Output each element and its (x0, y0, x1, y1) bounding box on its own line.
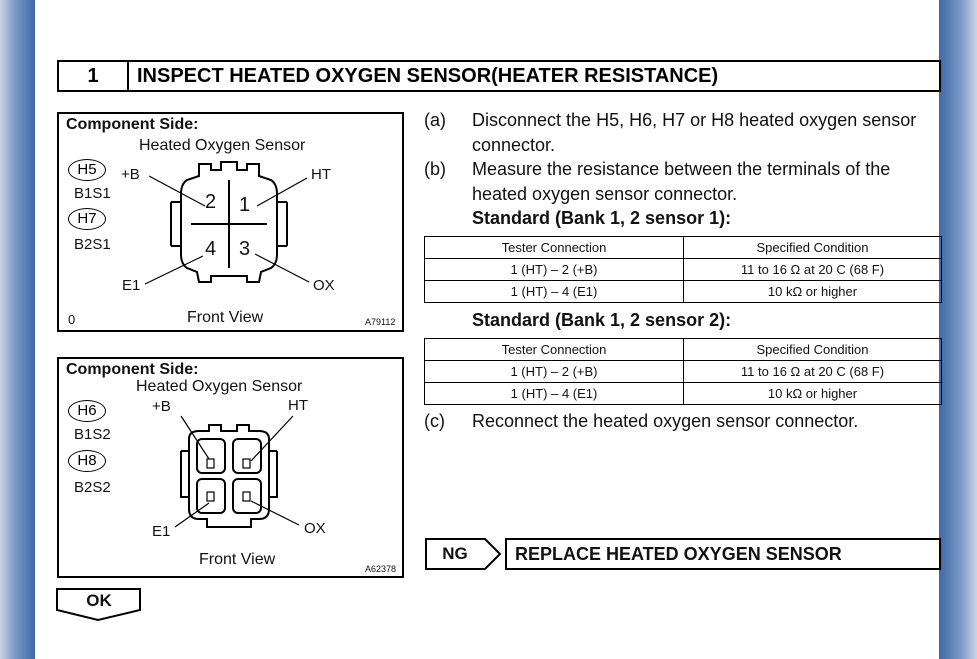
table-header-row: Tester Connection Specified Condition (424, 236, 942, 259)
section-number: 1 (59, 62, 129, 90)
pin-label-ox: OX (304, 520, 326, 537)
ok-arrow-shape (56, 588, 141, 622)
table-header: Tester Connection (424, 338, 684, 361)
table-header: Specified Condition (683, 236, 942, 259)
table-header-row: Tester Connection Specified Condition (424, 338, 942, 361)
table-cell: 10 kΩ or higher (683, 280, 942, 303)
diagram-sensor1: Component Side: Heated Oxygen Sensor H5 … (57, 112, 404, 332)
corner-mark: 0 (68, 312, 76, 327)
table-row: 1 (HT) – 4 (E1) 10 kΩ or higher (424, 280, 942, 303)
standard1-title: Standard (Bank 1, 2 sensor 1): (472, 208, 732, 228)
connector-circle-h7: H7 (68, 208, 106, 230)
connector-drawing-1 (144, 161, 310, 285)
section-title-bar: 1 INSPECT HEATED OXYGEN SENSOR(HEATER RE… (57, 60, 941, 92)
table-cell: 1 (HT) – 2 (+B) (424, 360, 684, 383)
step-c-line1: Reconnect the heated oxygen sensor conne… (472, 411, 859, 431)
ng-action-text: REPLACE HEATED OXYGEN SENSOR (515, 544, 842, 564)
table-row: 1 (HT) – 2 (+B) 11 to 16 Ω at 20 C (68 F… (424, 360, 942, 383)
front-view-label: Front View (187, 309, 264, 326)
pin-label-plus-b: +B (121, 166, 140, 183)
table-row: 1 (HT) – 4 (E1) 10 kΩ or higher (424, 382, 942, 405)
table-row: 1 (HT) – 2 (+B) 11 to 16 Ω at 20 C (68 F… (424, 258, 942, 281)
bank-code-b1s2: B1S2 (74, 426, 111, 443)
connector-circle-h6: H6 (68, 400, 106, 422)
ng-label: NG (442, 544, 468, 563)
standard2-title: Standard (Bank 1, 2 sensor 2): (472, 310, 732, 330)
left-window-frame (0, 0, 35, 659)
front-view-label: Front View (199, 551, 276, 568)
terminal-4: 4 (205, 238, 217, 260)
table-header: Tester Connection (424, 236, 684, 259)
step-c-label: (c) (424, 411, 445, 431)
ng-arrow-shape (425, 538, 502, 570)
ng-action-box: REPLACE HEATED OXYGEN SENSOR (505, 538, 941, 570)
bank-code-b1s1: B1S1 (74, 185, 111, 202)
connector-circle-h5: H5 (68, 159, 106, 181)
table-cell: 11 to 16 Ω at 20 C (68 F) (683, 258, 942, 281)
pin-label-e1: E1 (122, 277, 141, 294)
sensor-name-label: Heated Oxygen Sensor (136, 378, 303, 395)
step-a-line1: Disconnect the H5, H6, H7 or H8 heated o… (472, 110, 917, 130)
step-b-line2: heated oxygen sensor connector. (472, 184, 738, 204)
diagram-sensor2: Component Side: Heated Oxygen Sensor H6 … (57, 357, 404, 578)
terminal-1: 1 (239, 194, 251, 216)
table-header: Specified Condition (683, 338, 942, 361)
connector-circle-h8: H8 (68, 450, 106, 472)
figure-id: A62378 (365, 564, 397, 574)
document-page: 1 INSPECT HEATED OXYGEN SENSOR(HEATER RE… (35, 0, 942, 659)
step-a-line2: connector. (472, 135, 556, 155)
connector-drawing-2 (174, 415, 300, 528)
section-title: INSPECT HEATED OXYGEN SENSOR(HEATER RESI… (137, 65, 719, 87)
table-cell: 1 (HT) – 2 (+B) (424, 258, 684, 281)
component-side-label: Component Side: (66, 361, 199, 378)
component-side-label: Component Side: (66, 116, 199, 133)
terminal-2: 2 (205, 191, 217, 213)
step-b-label: (b) (424, 159, 446, 179)
bank-code-b2s1: B2S1 (74, 236, 111, 253)
pin-label-ht: HT (288, 397, 308, 414)
table-cell: 1 (HT) – 4 (E1) (424, 382, 684, 405)
ok-label: OK (86, 591, 112, 610)
pin-label-ox: OX (313, 277, 335, 294)
right-window-frame (939, 0, 977, 659)
standard2-table: Tester Connection Specified Condition 1 … (424, 338, 942, 405)
pin-label-ht: HT (311, 166, 331, 183)
step-b-line1: Measure the resistance between the termi… (472, 159, 891, 179)
pin-label-e1: E1 (152, 523, 171, 540)
figure-id: A79112 (365, 317, 396, 327)
standard1-table: Tester Connection Specified Condition 1 … (424, 236, 942, 303)
table-cell: 10 kΩ or higher (683, 382, 942, 405)
pin-label-plus-b: +B (152, 398, 171, 415)
sensor-name-label: Heated Oxygen Sensor (139, 137, 306, 154)
table-cell: 11 to 16 Ω at 20 C (68 F) (683, 360, 942, 383)
bank-code-b2s2: B2S2 (74, 479, 111, 496)
step-a-label: (a) (424, 110, 446, 130)
terminal-3: 3 (239, 238, 251, 260)
table-cell: 1 (HT) – 4 (E1) (424, 280, 684, 303)
